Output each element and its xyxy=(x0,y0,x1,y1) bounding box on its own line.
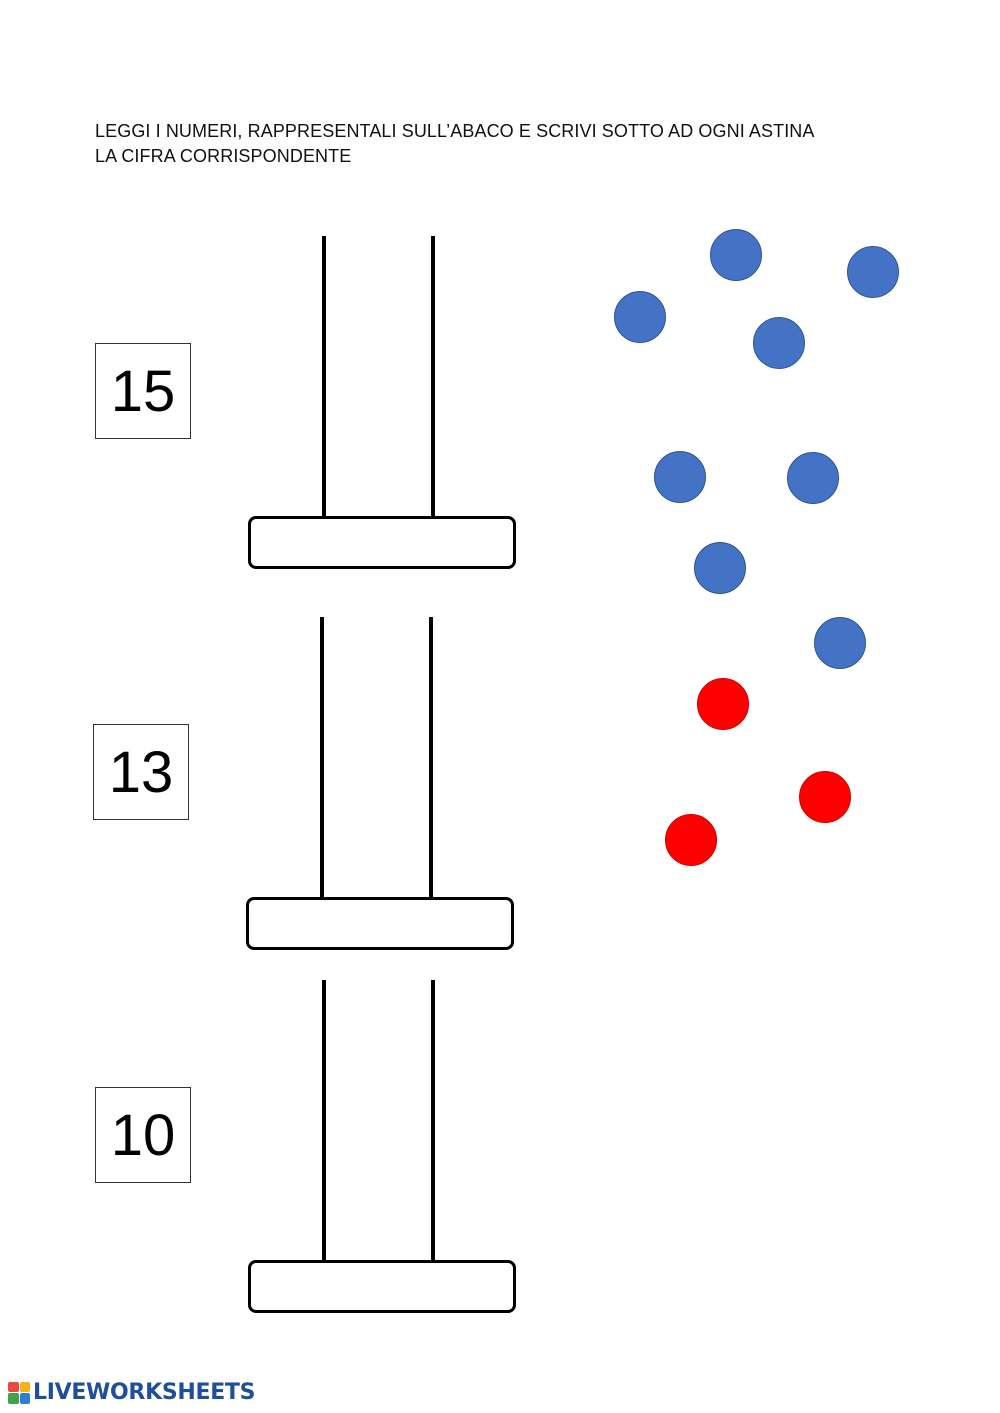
abacus-1-tens-rod[interactable] xyxy=(322,236,326,518)
liveworksheets-logo[interactable]: LIVEWORKSHEETS xyxy=(8,1380,255,1405)
number-box-3: 10 xyxy=(95,1087,191,1183)
red-bead[interactable] xyxy=(665,814,717,866)
blue-bead[interactable] xyxy=(694,542,746,594)
abacus-3-units-rod[interactable] xyxy=(431,980,435,1262)
liveworksheets-logo-icon xyxy=(8,1381,30,1404)
blue-bead[interactable] xyxy=(753,317,805,369)
blue-bead[interactable] xyxy=(787,452,839,504)
instructions: LEGGI I NUMERI, RAPPRESENTALI SULL’ABACO… xyxy=(95,119,955,169)
abacus-2-base xyxy=(246,897,514,950)
blue-bead[interactable] xyxy=(710,229,762,281)
blue-bead[interactable] xyxy=(814,617,866,669)
blue-bead[interactable] xyxy=(654,451,706,503)
abacus-2-units-rod[interactable] xyxy=(429,617,433,899)
blue-bead[interactable] xyxy=(614,291,666,343)
instructions-line-1: LEGGI I NUMERI, RAPPRESENTALI SULL’ABACO… xyxy=(95,121,815,141)
abacus-2-tens-rod[interactable] xyxy=(320,617,324,899)
logo-text: LIVEWORKSHEETS xyxy=(33,1380,256,1405)
red-bead[interactable] xyxy=(697,678,749,730)
abacus-3-base xyxy=(248,1260,516,1313)
abacus-1-base xyxy=(248,516,516,569)
abacus-1-units-rod[interactable] xyxy=(431,236,435,518)
blue-bead[interactable] xyxy=(847,246,899,298)
instructions-line-2: LA CIFRA CORRISPONDENTE xyxy=(95,146,352,166)
abacus-3-tens-rod[interactable] xyxy=(322,980,326,1262)
number-box-2: 13 xyxy=(93,724,189,820)
red-bead[interactable] xyxy=(799,771,851,823)
number-box-1: 15 xyxy=(95,343,191,439)
